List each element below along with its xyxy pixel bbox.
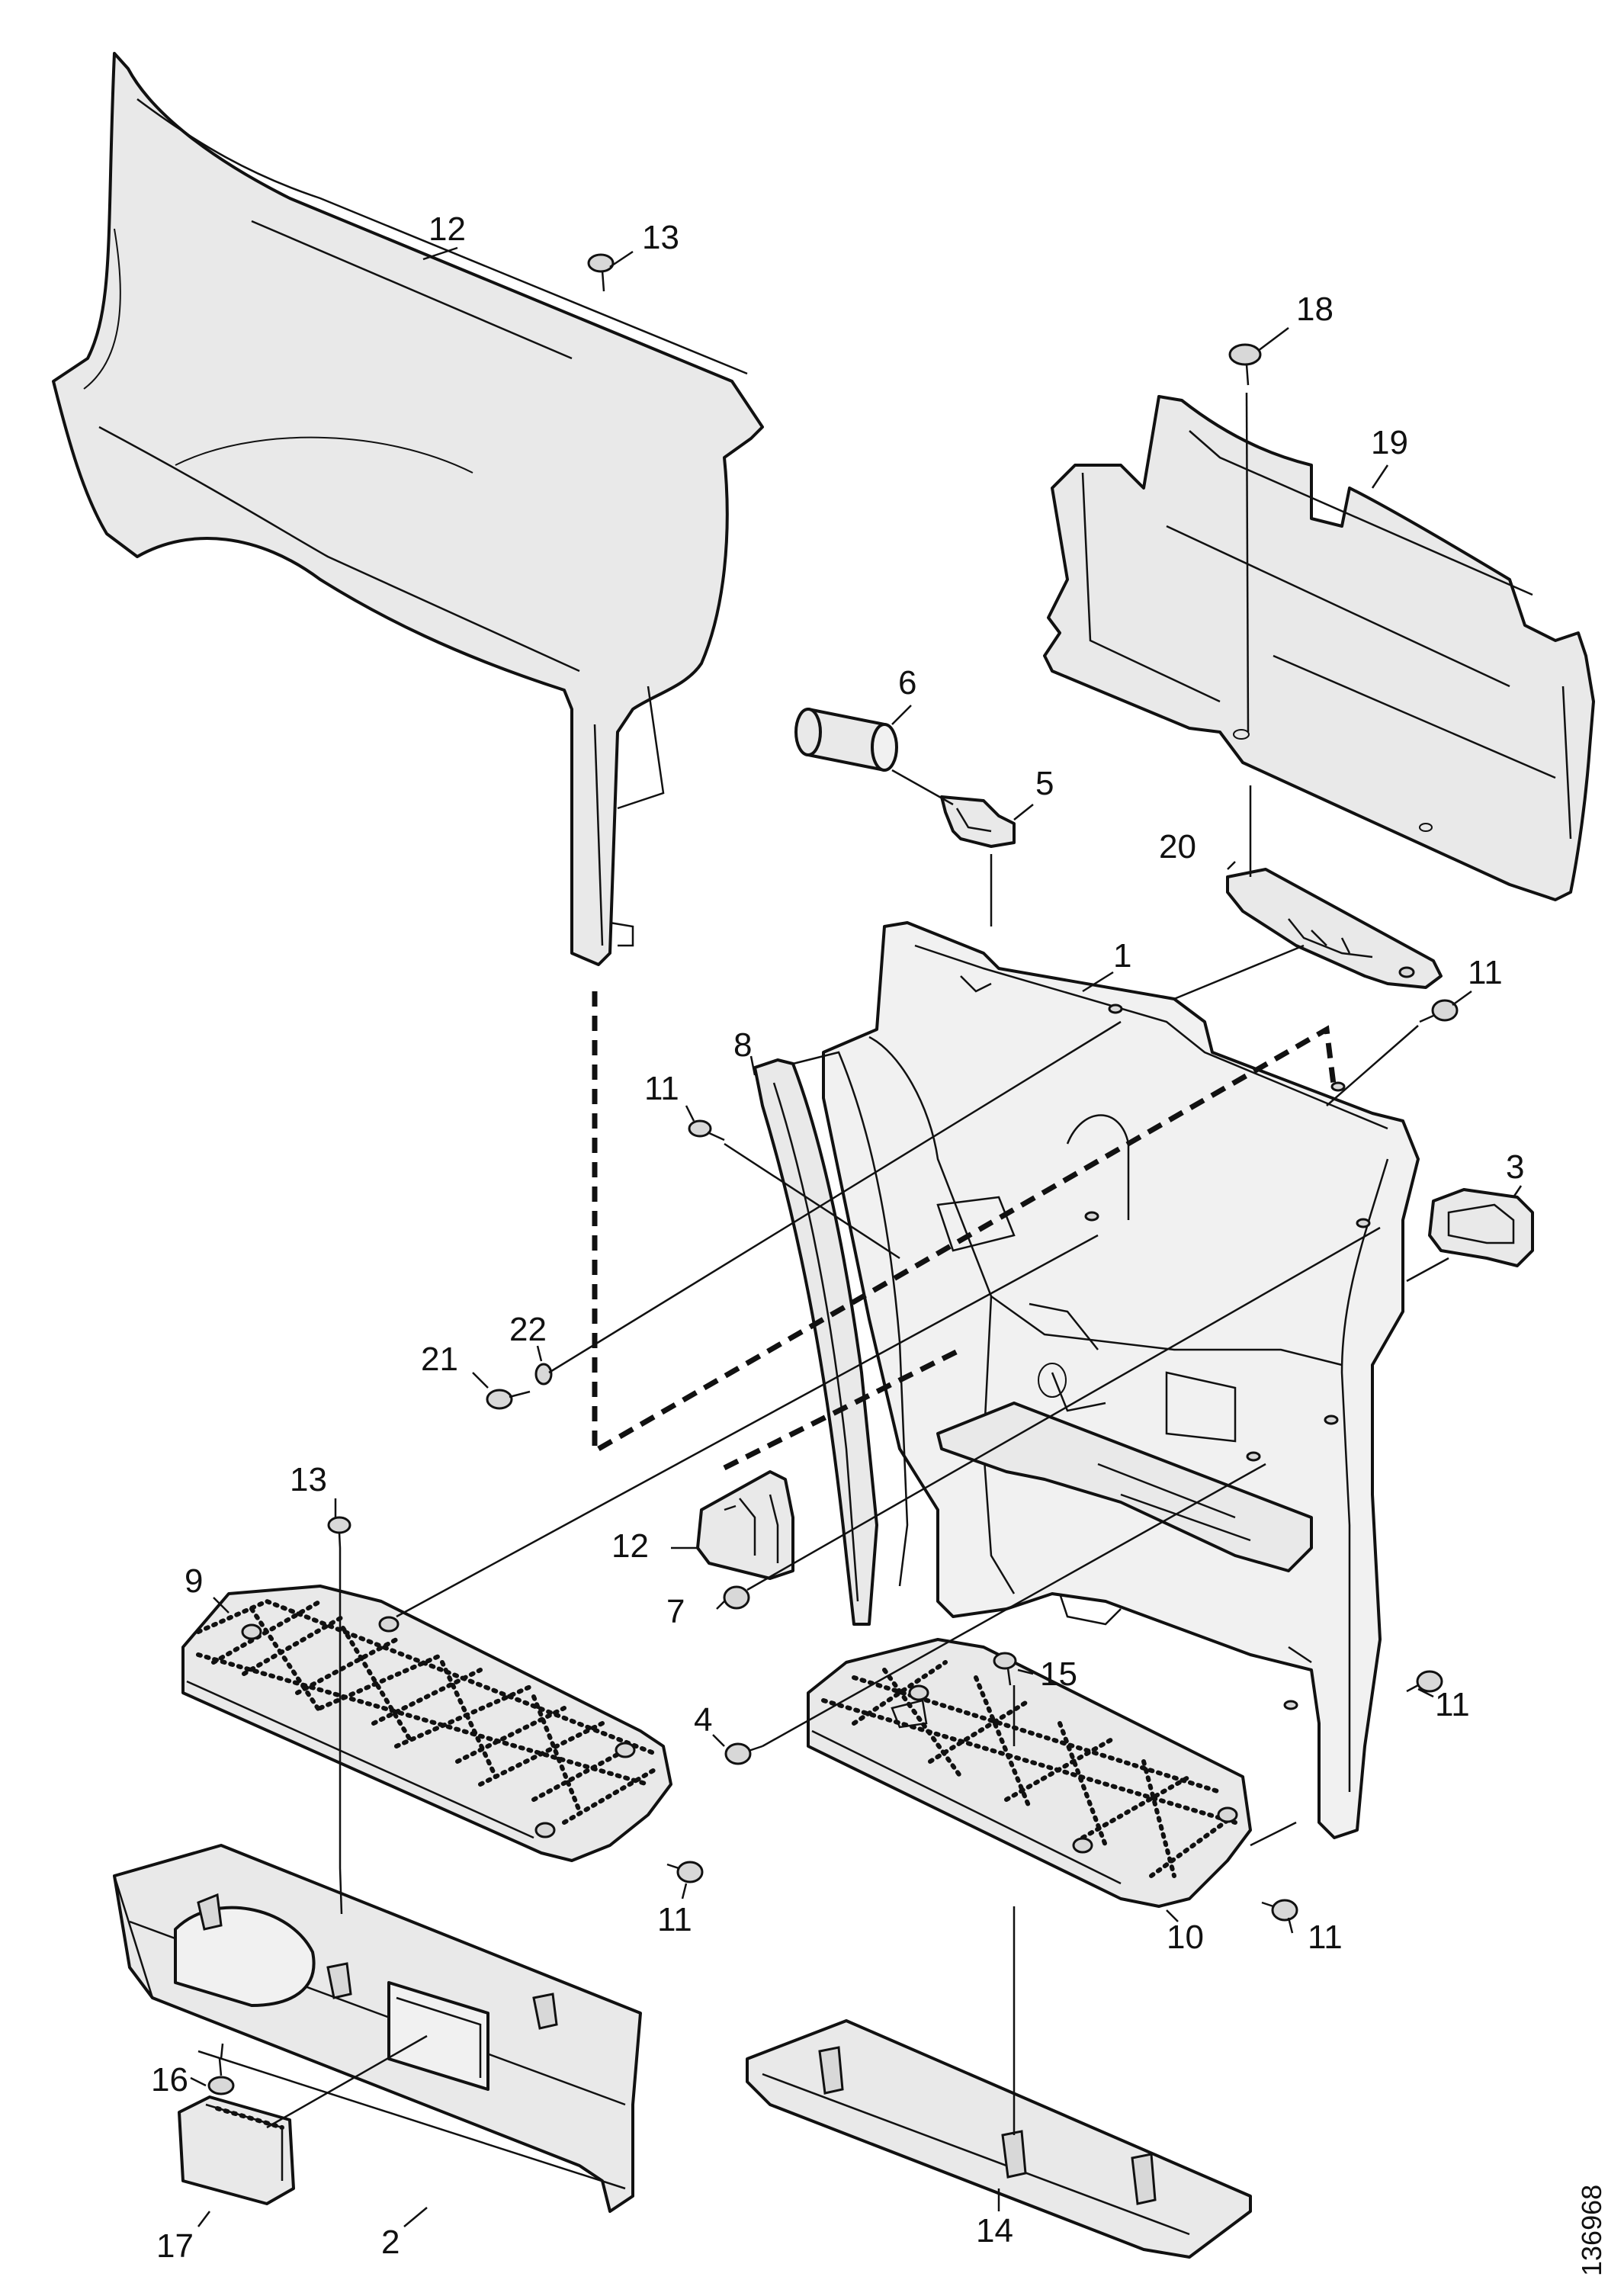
part-10-right-step [807, 1638, 1252, 1908]
assembly-lines [220, 392, 1449, 2135]
callout-23: 20 [1159, 828, 1196, 865]
callout-21: 18 [1296, 291, 1334, 328]
fasteners [207, 253, 1459, 2095]
part-21-screw [1228, 343, 1262, 386]
part-11-screw-top [1419, 999, 1459, 1023]
part-11-screw-right [1406, 1670, 1443, 1693]
callout-20: 17 [156, 2227, 194, 2265]
part-6-cylinder [794, 708, 898, 772]
part-23-bracket [1226, 868, 1443, 989]
callout-4: 4 [694, 1701, 712, 1739]
part-16-screw [327, 1516, 351, 1549]
callout-6: 6 [898, 664, 916, 702]
part-5-clip [940, 795, 1016, 848]
part-17-step-trim [746, 2019, 1252, 2259]
callout-13: 11 [644, 1070, 679, 1107]
part-24-bolt [486, 1389, 531, 1410]
callout-labels: 12 13 18 19 6 5 20 1 11 8 11 3 22 21 13 … [151, 210, 1607, 2276]
part-3-grommet [1428, 1188, 1534, 1267]
part-22-top-cover [1043, 395, 1595, 901]
part-7-nut [723, 1585, 750, 1610]
callout-18: 15 [1040, 1655, 1077, 1693]
part-11-screw-left [666, 1861, 704, 1883]
callout-8: 8 [733, 1026, 752, 1064]
callout-9: 9 [185, 1562, 203, 1600]
part-25-washer [534, 1363, 553, 1386]
callout-10: 10 [1167, 1919, 1204, 1956]
part-14-upper-panel [52, 52, 764, 966]
part-15-screw [587, 253, 615, 292]
part-18-screw [993, 1652, 1017, 1686]
callout-2: 2 [381, 2224, 400, 2261]
part-2-lower-panel [113, 1844, 642, 2213]
callout-leaders [190, 246, 1523, 2227]
part-20-cap [178, 2095, 295, 2205]
part-19-screw [207, 2058, 235, 2095]
callout-11a: 11 [1468, 954, 1503, 991]
callout-7: 7 [666, 1593, 685, 1630]
callout-22: 19 [1371, 424, 1408, 461]
callout-1: 1 [1113, 937, 1131, 975]
callout-17: 14 [976, 2212, 1013, 2249]
part-12-bracket [696, 1470, 794, 1580]
part-11-screw-mid [1261, 1899, 1298, 1922]
callout-3: 3 [1506, 1148, 1524, 1186]
callout-15: 13 [642, 219, 679, 256]
callout-24: 21 [421, 1341, 458, 1378]
callout-12: 12 [611, 1527, 649, 1565]
callout-25: 22 [509, 1311, 547, 1348]
part-9-left-step [181, 1585, 672, 1862]
part-1-step-housing [822, 921, 1420, 1839]
callout-11c: 11 [657, 1901, 692, 1938]
callout-11d: 11 [1308, 1919, 1343, 1956]
reference-number: 136968 [1576, 2185, 1607, 2276]
callout-19: 16 [151, 2061, 188, 2099]
part-4-screw [724, 1742, 763, 1765]
callout-11b: 11 [1435, 1686, 1470, 1723]
callout-16: 13 [290, 1461, 327, 1498]
callout-5: 5 [1035, 765, 1054, 802]
part-13-screw [688, 1119, 725, 1142]
callout-14: 12 [428, 210, 466, 248]
